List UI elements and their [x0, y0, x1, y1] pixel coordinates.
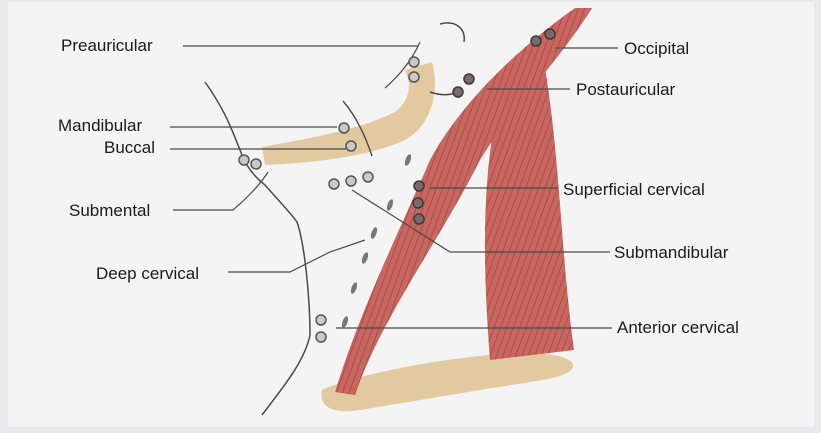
preauricular-node [409, 72, 419, 82]
submandibular-node [363, 172, 373, 182]
label-occipital: Occipital [624, 39, 689, 59]
label-preauricular: Preauricular [61, 36, 153, 56]
superficial-cervical-node [413, 198, 423, 208]
anterior-cervical-node [316, 315, 326, 325]
submandibular-node [346, 176, 356, 186]
label-mandibular: Mandibular [58, 116, 142, 136]
label-superficial-cervical: Superficial cervical [563, 180, 705, 200]
preauricular-node [409, 57, 419, 67]
submental-node [251, 159, 261, 169]
label-postauricular: Postauricular [576, 80, 675, 100]
superficial-cervical-node [414, 214, 424, 224]
label-buccal: Buccal [104, 138, 155, 158]
postauricular-node [453, 87, 463, 97]
superficial-cervical-node [414, 181, 424, 191]
submandibular-node [329, 179, 339, 189]
occipital-node [545, 29, 555, 39]
label-deep-cervical: Deep cervical [96, 264, 199, 284]
label-anterior-cervical: Anterior cervical [617, 318, 739, 338]
submental-node [239, 155, 249, 165]
anterior-cervical-node [316, 332, 326, 342]
label-submental: Submental [69, 201, 150, 221]
occipital-node [531, 36, 541, 46]
label-submandibular: Submandibular [614, 243, 728, 263]
mandibular-node [339, 123, 349, 133]
buccal-node [346, 141, 356, 151]
postauricular-node [464, 74, 474, 84]
